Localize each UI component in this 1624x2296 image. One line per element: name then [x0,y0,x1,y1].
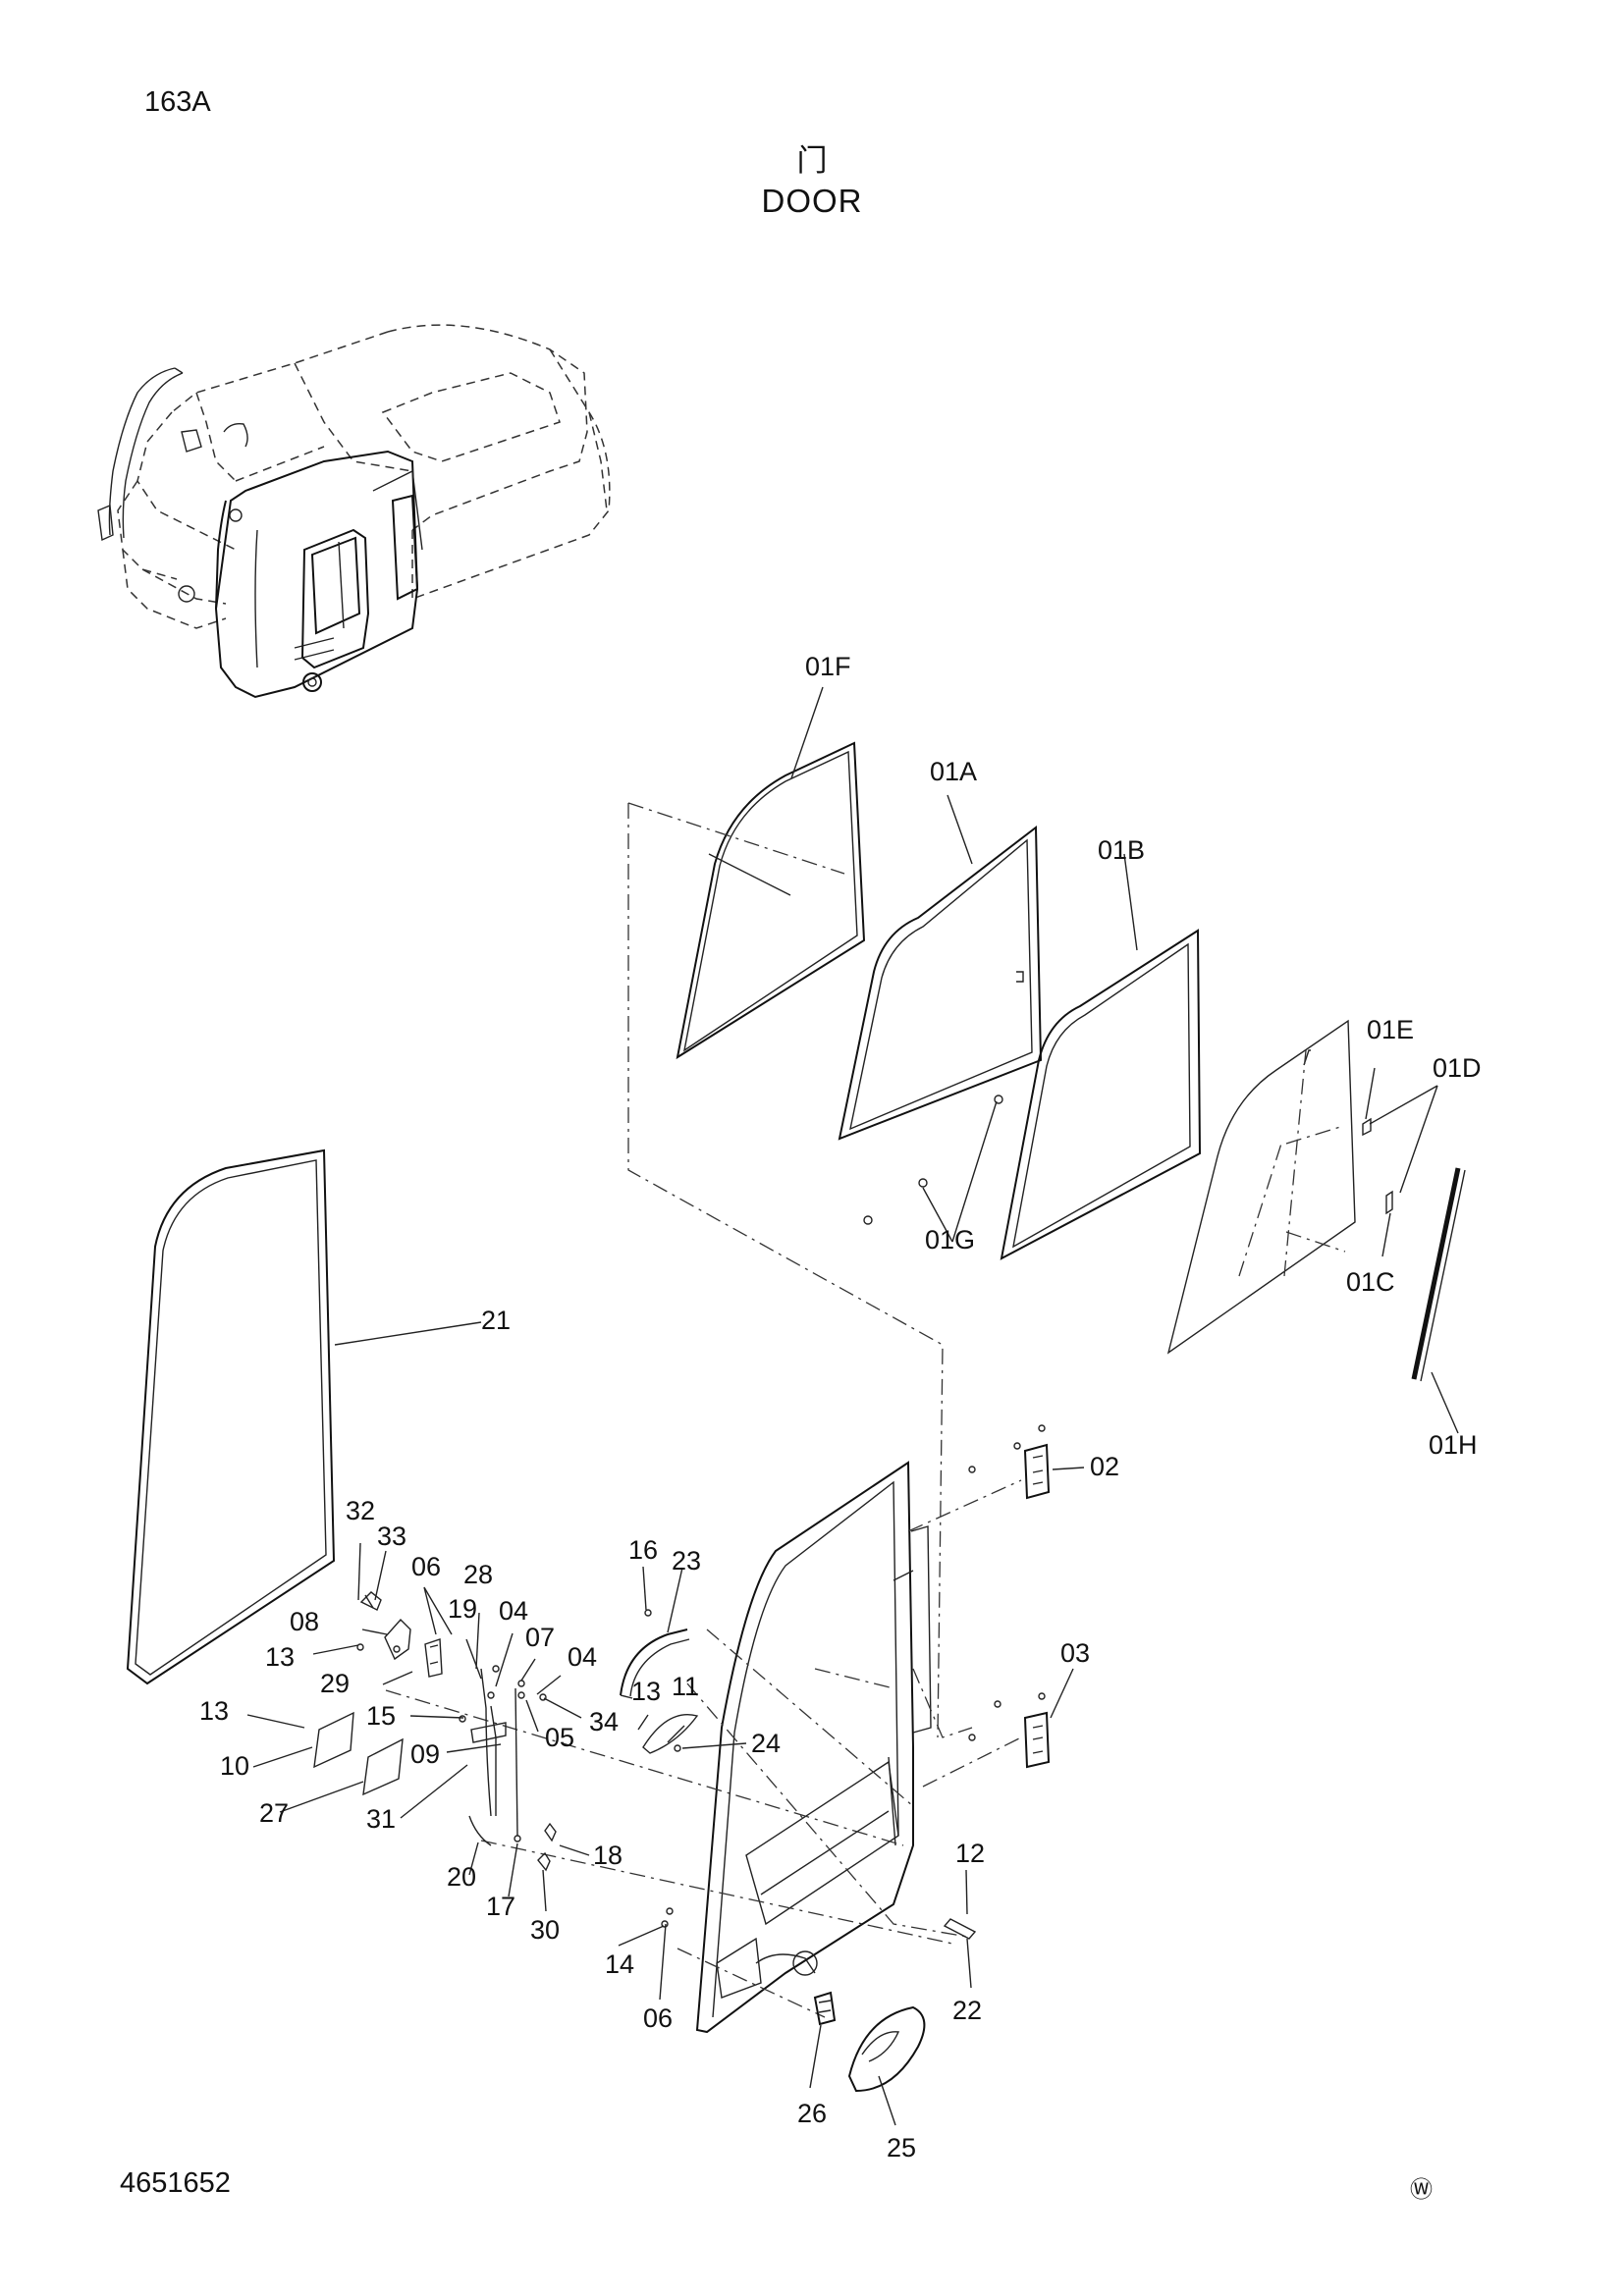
alignment-lines [385,802,1022,2018]
leader-lines [246,686,1459,2126]
callout-32: 32 [346,1496,375,1525]
callout-06-lower: 06 [643,2003,673,2033]
callout-21: 21 [481,1306,511,1335]
callout-01G: 01G [925,1225,975,1255]
callout-16: 16 [628,1535,658,1565]
callout-17: 17 [486,1892,515,1921]
cab-overview-illustration [97,324,611,699]
callout-23: 23 [672,1546,701,1575]
callout-15: 15 [366,1701,396,1731]
callout-01D: 01D [1433,1053,1482,1083]
page-id: 163A [144,86,211,118]
callout-04-left: 04 [499,1596,528,1626]
callout-25: 25 [887,2133,916,2163]
callout-22: 22 [952,1996,982,2025]
callout-30: 30 [530,1915,560,1945]
callout-14: 14 [605,1949,634,1979]
callout-07: 07 [525,1623,555,1652]
door-frame [695,1461,932,2034]
callout-34: 34 [589,1707,619,1736]
callout-20: 20 [447,1862,476,1892]
callout-13-upper: 13 [265,1642,295,1672]
callout-01C: 01C [1346,1267,1395,1297]
callout-01A: 01A [930,757,977,786]
callout-01E: 01E [1367,1015,1414,1044]
w-mark: Ⓦ [1410,2176,1433,2202]
callout-02: 02 [1090,1452,1119,1481]
callout-05: 05 [545,1723,574,1752]
callout-09: 09 [410,1739,440,1769]
title-english: DOOR [761,183,863,219]
callout-29: 29 [320,1669,350,1698]
door-glass-assembly [676,741,1466,1382]
callout-19: 19 [448,1594,477,1624]
document-number: 4651652 [120,2167,231,2199]
callout-01F: 01F [805,652,851,681]
callout-labels: 01F 01A 01B 01E 01D 01G 01C 01H 21 02 03… [199,652,1482,2163]
callout-10: 10 [220,1751,249,1781]
callout-18: 18 [593,1841,623,1870]
callout-33: 33 [377,1522,406,1551]
door-seal-21 [126,1148,336,1685]
callout-24: 24 [751,1729,781,1758]
callout-03: 03 [1060,1638,1090,1668]
callout-13-mid: 13 [631,1677,661,1706]
callout-01H: 01H [1429,1430,1478,1460]
callout-01B: 01B [1098,835,1145,865]
callout-04-right: 04 [568,1642,597,1672]
callout-11: 11 [672,1672,699,1701]
hinge-02 [968,1424,1051,1500]
callout-28: 28 [463,1560,493,1589]
callout-27: 27 [259,1798,289,1828]
callout-12: 12 [955,1839,985,1868]
hinge-03 [968,1692,1051,1769]
callout-31: 31 [366,1804,396,1834]
callout-26: 26 [797,2099,827,2128]
callout-13-left: 13 [199,1696,229,1726]
callout-06-upper: 06 [411,1552,441,1581]
callout-08: 08 [290,1607,319,1636]
title-chinese: 门 [796,143,828,178]
lock-parts-cluster [313,1591,977,2093]
